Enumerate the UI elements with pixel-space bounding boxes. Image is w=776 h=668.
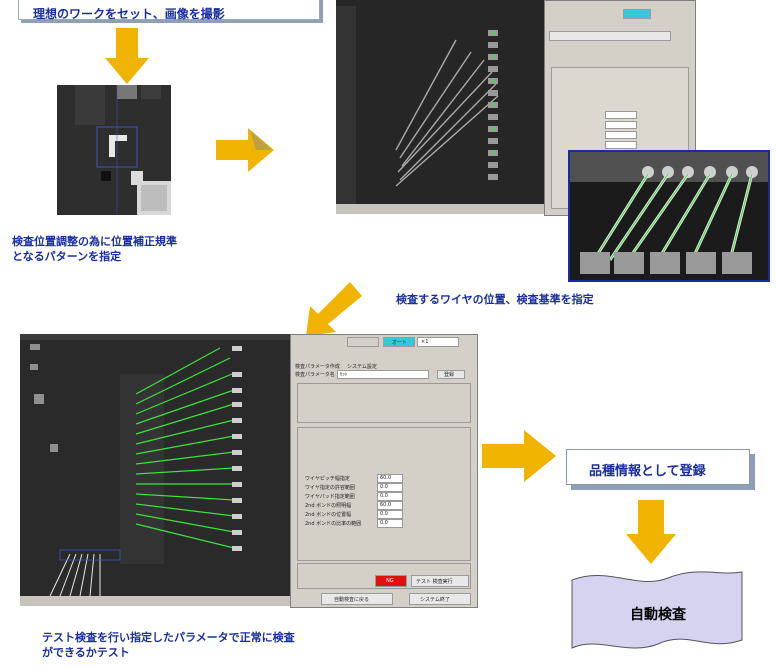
field-value-6[interactable]: 0.0 [380,520,388,526]
down-arrow-1-icon [105,28,149,84]
field-label-1: ワイヤピッチ幅指定 [305,476,350,482]
field-value-4[interactable]: 60.0 [380,502,392,508]
wire-zoom-inset [568,150,770,282]
step2-caption-line1: 検査位置調整の為に位置補正規準 [12,235,177,248]
register-box: 品種情報として登録 [566,449,750,485]
param-label: 検査パラメータ作成 [295,364,340,370]
field-label-3: ワイヤパッド指定範囲 [305,494,355,500]
filename-label: 検査パラメータ名 [295,372,335,378]
step4-caption-line1: テスト検査を行い指定したパラメータで正常に検査 [42,631,295,644]
field-value-5[interactable]: 0.0 [380,511,388,517]
down-arrow-2-icon [626,500,676,564]
step1-title-box: 理想のワークをセット、画像を撮影 [18,0,320,21]
filename-field[interactable]: ｾｯﾄ [340,372,348,378]
register-label: 品種情報として登録 [589,464,706,479]
zoom-select[interactable]: ×1 [421,339,429,345]
auto-label: 自動検査 [630,607,686,623]
ng-indicator: NG [386,578,394,584]
field-label-2: ワイヤ指定の許容範囲 [305,485,355,491]
field-label-4: 2nd ボンドの照明幅 [305,503,352,509]
diagonal-arrow-icon [306,282,362,336]
field-label-6: 2nd ボンドの比率の範囲 [305,521,362,527]
return-auto-button[interactable]: 自動検査に戻る [334,597,370,603]
system-tab[interactable]: システム設定 [347,364,377,370]
pattern-image [57,85,171,215]
auto-button[interactable]: オート [392,340,408,346]
step2-caption-line2: となるパターンを指定 [12,250,122,263]
param-window-large: オート ×1 検査パラメータ作成 システム設定 検査パラメータ名 ｾｯﾄ 登録 … [290,334,478,608]
step4-caption-line2: ができるかテスト [42,646,130,659]
field-value-3[interactable]: 0.0 [380,493,388,499]
test-inspection-image [20,334,290,606]
auto-inspection-box: 自動検査 [568,570,746,652]
right-arrow-2-icon [482,430,556,482]
field-label-5: 2nd ボンドの位置幅 [305,512,352,518]
field-value-2[interactable]: 0.0 [380,484,388,490]
system-exit-button[interactable]: システム終了 [420,597,450,603]
right-arrow-1-icon [216,128,274,172]
test-run-button[interactable]: テスト 検査実行 [416,579,453,585]
step3-caption: 検査するワイヤの位置、検査基準を指定 [396,293,594,306]
field-value-1[interactable]: 60.0 [380,475,392,481]
step1-title: 理想のワークをセット、画像を撮影 [33,7,225,21]
wire-setup-image [336,0,544,214]
save-button[interactable]: 登録 [444,372,455,378]
